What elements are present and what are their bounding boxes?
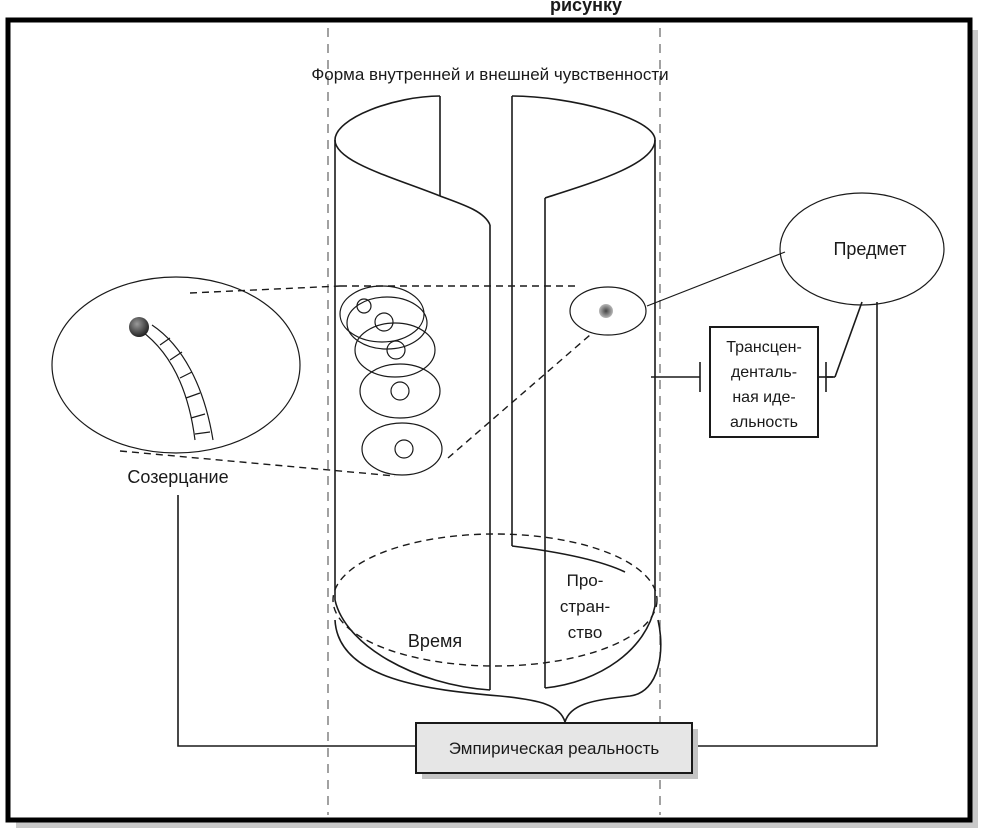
ideality-line-1: Трансцен-	[726, 339, 802, 356]
space-object-dot	[599, 304, 613, 318]
projection-lines	[119, 285, 591, 477]
ideality-line-4: альность	[730, 414, 798, 431]
subject-label: Предмет	[833, 239, 906, 259]
ideality-box	[709, 326, 819, 438]
reality-connectors	[177, 302, 878, 747]
contemplation-ellipse	[51, 276, 301, 454]
space-label-3: ство	[568, 623, 603, 642]
trajectory-path	[139, 324, 214, 441]
ideality-line-2: денталь-	[731, 364, 797, 381]
time-label: Время	[408, 631, 462, 651]
ideality-line-3: ная иде-	[732, 389, 795, 406]
reality-box	[415, 722, 693, 774]
header-fragment: рисунку	[550, 0, 622, 15]
object-ball	[129, 317, 149, 337]
space-ellipse	[569, 286, 647, 336]
base-ellipse	[332, 533, 658, 667]
header-strip	[0, 0, 981, 16]
subject-link	[646, 251, 786, 307]
outer-frame	[5, 17, 973, 823]
space-label-1: Про-	[567, 571, 604, 590]
time-cylinder	[334, 95, 491, 691]
space-cylinder	[511, 95, 656, 689]
time-snapshots	[339, 285, 443, 476]
brace	[334, 619, 662, 725]
subject-ellipse	[779, 192, 945, 306]
contemplation-label: Созерцание	[127, 467, 228, 487]
reality-label: Эмпирическая реальность	[449, 739, 660, 758]
space-label-2: стран-	[560, 597, 610, 616]
diagram-title: Форма внутренней и внешней чувственности	[311, 65, 668, 84]
